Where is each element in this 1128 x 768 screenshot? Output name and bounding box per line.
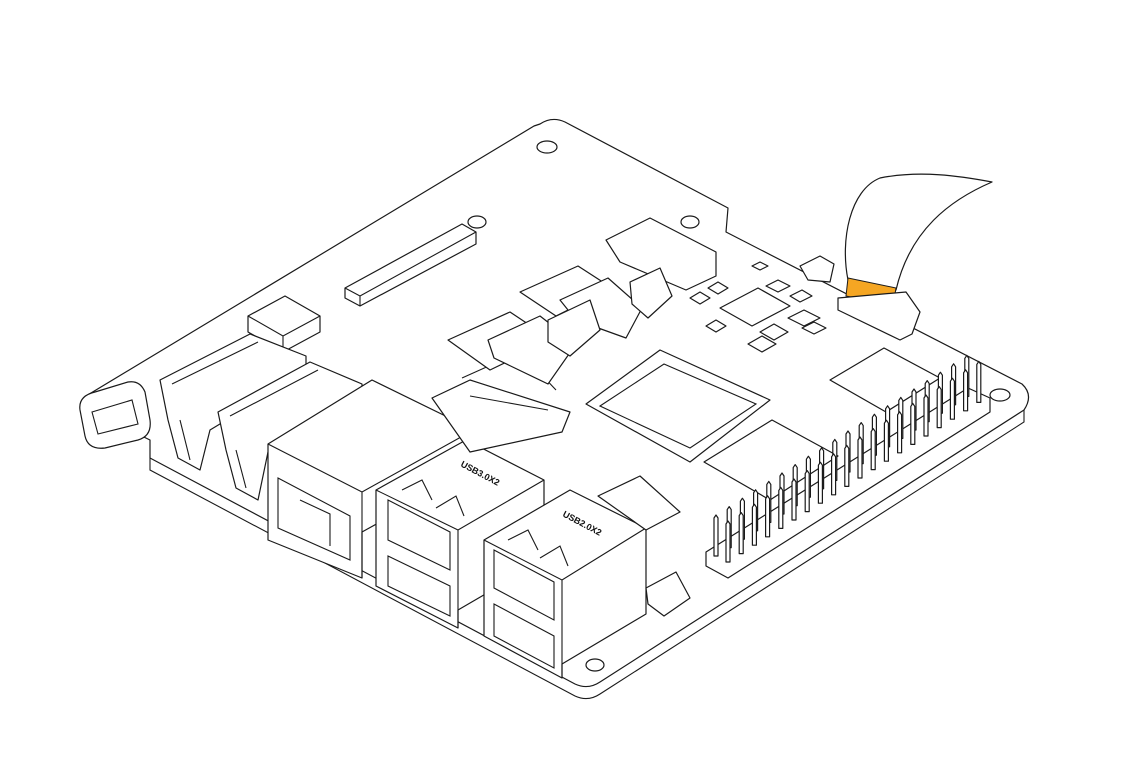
gpio-pin (778, 486, 784, 529)
power-connectors (605, 217, 717, 617)
gpio-pin (883, 419, 889, 462)
gpio-pin (910, 402, 916, 445)
ram-chip (703, 419, 839, 501)
gpio-pin (870, 428, 876, 471)
gpio-pin (817, 461, 823, 504)
usb-c-port (79, 381, 151, 449)
gpio-pin (804, 470, 810, 513)
pin-header-small (247, 295, 321, 353)
gpio-pin (738, 512, 744, 555)
camera-ribbon-cable (837, 173, 993, 341)
gpio-pin (725, 520, 731, 563)
gpio-pin (751, 503, 757, 546)
usb2-port-stack: USB2.0X2 (483, 475, 681, 679)
gpio-pin (949, 377, 955, 420)
gpio-pin (963, 369, 969, 412)
gpio-pin (936, 386, 942, 429)
m2-slot (344, 223, 477, 307)
gpio-pin (976, 360, 982, 403)
fpc-connectors (431, 265, 643, 453)
gpio-pin (844, 444, 850, 487)
hdmi-port-1 (159, 333, 307, 471)
gpio-pin (713, 514, 719, 557)
gpio-40-pin-header (705, 354, 991, 579)
gpio-pin (923, 394, 929, 437)
gpio-pin (791, 478, 797, 521)
gpio-pin (897, 411, 903, 454)
gpio-pin (857, 436, 863, 479)
pmic-and-passives (689, 255, 835, 353)
soc-chip (585, 349, 771, 463)
gpio-pin (831, 453, 837, 496)
gpio-pin (765, 495, 771, 538)
